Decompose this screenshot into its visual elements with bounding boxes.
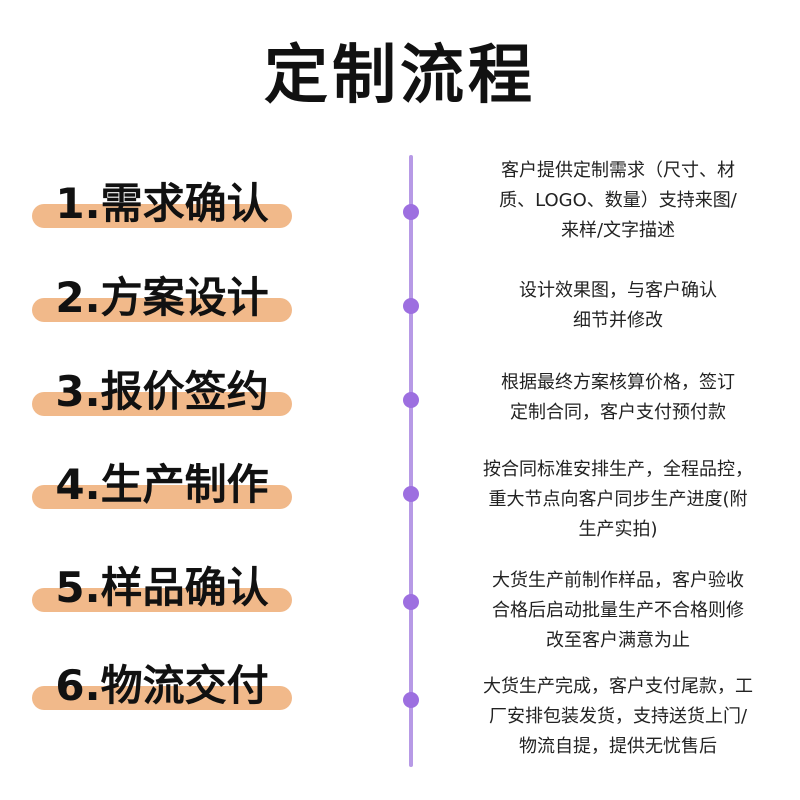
step-6-label: 6.物流交付 (55, 661, 269, 710)
step-4-dot (403, 486, 419, 502)
step-1-desc-line: 质、LOGO、数量）支持来图/ (499, 190, 737, 211)
step-3: 3.报价签约 根据最终方案核算价格，签订 定制合同，客户支付预付款 (0, 360, 800, 460)
step-5-description: 大货生产前制作样品，客户验收 合格后启动批量生产不合格则修 改至客户满意为止 (458, 566, 778, 656)
step-3-label-wrap: 3.报价签约 (32, 364, 292, 424)
step-1: 1.需求确认 客户提供定制需求（尺寸、材 质、LOGO、数量）支持来图/ 来样/… (0, 160, 800, 260)
step-6-dot (403, 692, 419, 708)
step-2-desc-line: 设计效果图，与客户确认 (519, 280, 717, 301)
step-1-dot (403, 204, 419, 220)
step-4-desc-line: 按合同标准安排生产，全程品控， (483, 459, 753, 480)
step-3-dot (403, 392, 419, 408)
step-4-desc-line: 重大节点向客户同步生产进度(附 (488, 489, 748, 510)
step-4: 4.生产制作 按合同标准安排生产，全程品控， 重大节点向客户同步生产进度(附 生… (0, 455, 800, 555)
step-3-description: 根据最终方案核算价格，签订 定制合同，客户支付预付款 (458, 368, 778, 428)
step-4-label-wrap: 4.生产制作 (32, 457, 292, 517)
step-6: 6.物流交付 大货生产完成，客户支付尾款，工 厂安排包装发货，支持送货上门/ 物… (0, 658, 800, 758)
step-2-desc-line: 细节并修改 (573, 310, 663, 331)
step-4-highlight (32, 485, 292, 509)
step-5-desc-line: 改至客户满意为止 (546, 630, 690, 651)
step-1-desc-line: 客户提供定制需求（尺寸、材 (501, 160, 735, 181)
step-4-description: 按合同标准安排生产，全程品控， 重大节点向客户同步生产进度(附 生产实拍) (458, 455, 778, 545)
step-6-desc-line: 大货生产完成，客户支付尾款，工 (483, 676, 753, 697)
step-6-desc-line: 厂安排包装发货，支持送货上门/ (488, 706, 748, 727)
step-2: 2.方案设计 设计效果图，与客户确认 细节并修改 (0, 262, 800, 362)
step-1-description: 客户提供定制需求（尺寸、材 质、LOGO、数量）支持来图/ 来样/文字描述 (458, 156, 778, 246)
step-5-label: 5.样品确认 (55, 563, 269, 612)
step-5-label-wrap: 5.样品确认 (32, 560, 292, 620)
step-6-highlight (32, 686, 292, 710)
timeline-line (409, 155, 413, 767)
step-2-label: 2.方案设计 (55, 273, 269, 322)
step-2-dot (403, 298, 419, 314)
step-3-desc-line: 根据最终方案核算价格，签订 (501, 372, 735, 393)
step-6-description: 大货生产完成，客户支付尾款，工 厂安排包装发货，支持送货上门/ 物流自提，提供无… (458, 672, 778, 762)
step-4-label: 4.生产制作 (55, 460, 269, 509)
step-3-desc-line: 定制合同，客户支付预付款 (510, 402, 726, 423)
page-title: 定制流程 (264, 39, 536, 113)
step-1-label: 1.需求确认 (55, 179, 269, 228)
step-3-label: 3.报价签约 (55, 367, 269, 416)
step-5: 5.样品确认 大货生产前制作样品，客户验收 合格后启动批量生产不合格则修 改至客… (0, 560, 800, 660)
step-5-dot (403, 594, 419, 610)
step-2-label-wrap: 2.方案设计 (32, 270, 292, 330)
step-1-desc-line: 来样/文字描述 (560, 220, 676, 241)
step-2-description: 设计效果图，与客户确认 细节并修改 (458, 276, 778, 336)
step-5-desc-line: 大货生产前制作样品，客户验收 (492, 570, 744, 591)
step-2-highlight (32, 298, 292, 322)
step-6-desc-line: 物流自提，提供无忧售后 (519, 736, 717, 757)
step-5-desc-line: 合格后启动批量生产不合格则修 (492, 600, 744, 621)
step-4-desc-line: 生产实拍) (578, 519, 658, 540)
step-6-label-wrap: 6.物流交付 (32, 658, 292, 718)
step-5-highlight (32, 588, 292, 612)
step-3-highlight (32, 392, 292, 416)
step-1-highlight (32, 204, 292, 228)
step-1-label-wrap: 1.需求确认 (32, 176, 292, 236)
